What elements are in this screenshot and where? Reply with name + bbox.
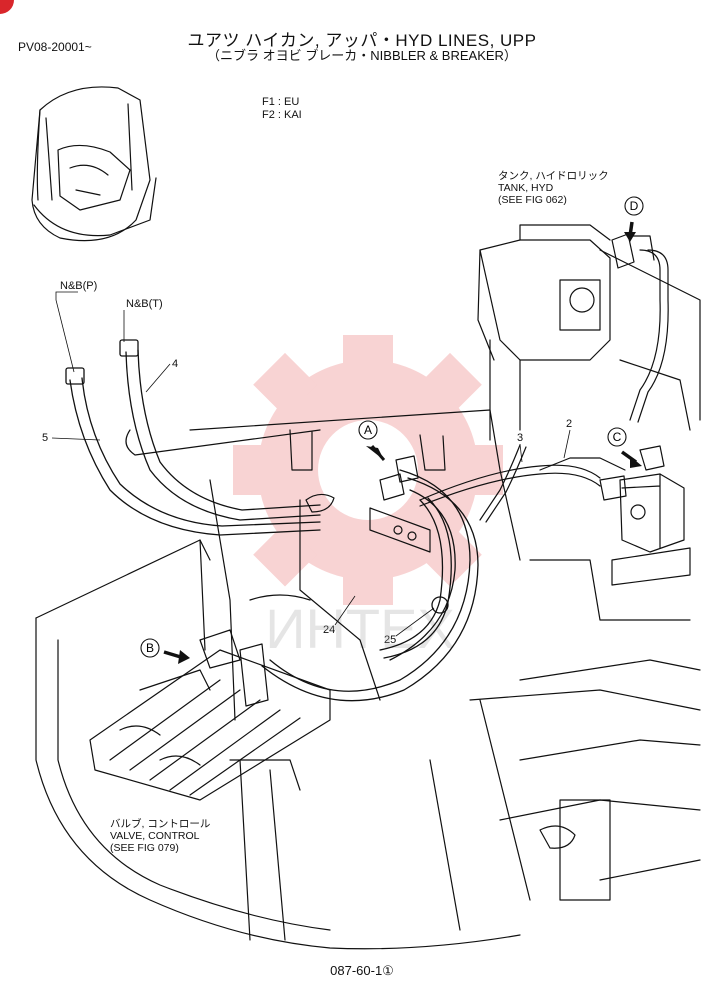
hose-4 xyxy=(119,339,321,521)
upper-frame xyxy=(35,409,701,950)
marker-b xyxy=(140,638,190,664)
machine-thumbnail xyxy=(31,86,157,242)
page-number: 087-60-1① xyxy=(330,963,394,978)
legend-f1: F1 : EU xyxy=(262,96,300,108)
marker-d-letter: D xyxy=(630,199,639,213)
page-subtitle: （ニブラ オヨビ ブレーカ・NIBBLER & BREAKER） xyxy=(207,48,517,63)
tank-callout: タンク, ハイドロリック TANK, HYD (SEE FIG 062) xyxy=(498,170,609,206)
line-3 xyxy=(479,444,527,523)
hydraulic-tank xyxy=(477,224,701,441)
leader-lines xyxy=(51,291,571,637)
page-title: ユアツ ハイカン, アッパ・HYD LINES, UPP xyxy=(187,31,537,50)
watermark-text: ИНТЕХ xyxy=(265,597,455,660)
line-2 xyxy=(419,457,626,507)
label-part-25: 25 xyxy=(384,634,397,646)
tank-callout-en: TANK, HYD xyxy=(498,182,554,194)
label-part-5: 5 xyxy=(42,432,49,444)
legend: F1 : EU F2 : KAI xyxy=(262,96,302,122)
label-part-4: 4 xyxy=(172,358,179,370)
label-part-2: 2 xyxy=(566,418,573,430)
label-part-24: 24 xyxy=(323,624,336,636)
hose-5 xyxy=(65,367,321,536)
label-nbt: N&B(T) xyxy=(126,298,163,310)
tank-callout-ref: (SEE FIG 062) xyxy=(498,194,567,206)
marker-c-letter: C xyxy=(613,430,622,444)
label-part-3: 3 xyxy=(517,432,524,444)
valve-callout-en: VALVE, CONTROL xyxy=(110,830,200,842)
label-nbp: N&B(P) xyxy=(60,280,98,292)
marker-a xyxy=(358,420,386,461)
fitting-a xyxy=(369,455,431,553)
valve-callout: バルブ, コントロール VALVE, CONTROL (SEE FIG 079) xyxy=(110,818,210,854)
fitting-d xyxy=(611,233,655,269)
hose-25 xyxy=(379,497,452,659)
marker-b-letter: B xyxy=(146,641,154,655)
valve-callout-ref: (SEE FIG 079) xyxy=(110,842,179,854)
control-valve xyxy=(89,629,331,801)
block-c xyxy=(599,445,691,586)
marker-c xyxy=(607,427,642,468)
marker-d xyxy=(624,196,644,242)
marker-a-letter: A xyxy=(364,423,372,437)
tank-callout-jp: タンク, ハイドロリック xyxy=(498,170,609,182)
legend-f2: F2 : KAI xyxy=(262,109,302,121)
watermark-gear xyxy=(233,335,503,605)
valve-callout-jp: バルブ, コントロール xyxy=(110,818,211,830)
serial-code: PV08-20001~ xyxy=(18,40,92,54)
